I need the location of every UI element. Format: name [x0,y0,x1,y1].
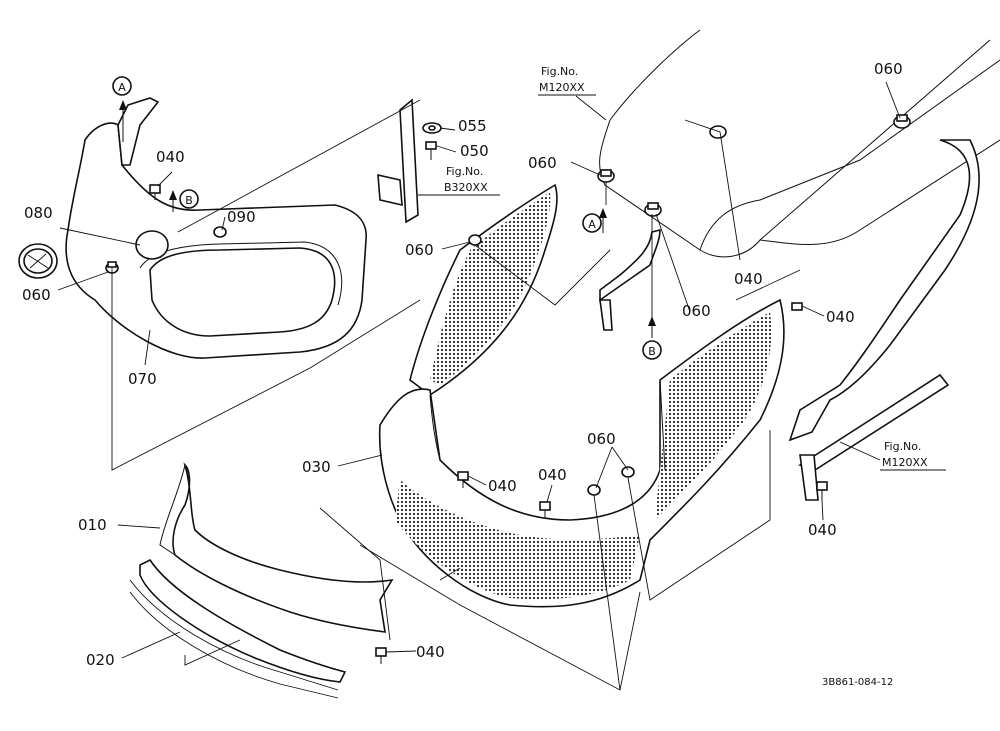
nut-060-upper-a [597,169,615,183]
callout-040-upper-right: 040 [734,270,763,288]
nut-060-center [468,234,482,246]
marker-a-left-text: A [118,81,126,94]
fig-ref-number-1: M120XX [539,81,585,94]
part-010-bumper [159,462,394,633]
fig-ref-label-3: Fig.No. [884,440,921,453]
bolt-040-center-b [539,501,551,518]
callout-055: 055 [458,117,487,135]
fig-ref-number-3: M120XX [882,456,928,469]
callout-040-center-b: 040 [538,466,567,484]
bolt-040-right-lower [816,481,828,500]
callout-060-top-right: 060 [874,60,903,78]
callout-060-mid: 060 [682,302,711,320]
bolt-050 [425,141,437,160]
part-080-lens [18,243,58,279]
nut-060-lower-b [621,466,635,478]
part-030-lower-cover [378,183,785,608]
side-frame-rail [788,139,980,501]
nut-090 [213,226,227,238]
callout-060-left: 060 [22,286,51,304]
callout-060-upper: 060 [528,154,557,172]
callout-leaders [57,81,901,659]
callout-060-lower: 060 [587,430,616,448]
nut-060-upper-b [644,202,662,217]
callout-040-bottom: 040 [416,643,445,661]
assembly-guide-lines [111,99,801,691]
fig-ref-label-1: Fig.No. [541,65,578,78]
fig-ref-m120-top: Fig.No. M120XX [538,65,596,96]
bolt-040-right-upper [791,302,803,311]
marker-arrows [119,100,656,338]
bolt-040-left [149,184,161,200]
nut-060-lower-a [587,484,601,496]
left-mount-bracket [599,228,661,331]
part-020-rubber-strip [129,558,347,699]
callout-040-right: 040 [826,308,855,326]
nut-060-mid [709,125,727,139]
callout-030: 030 [302,458,331,476]
callout-labels: 060 080 040 090 070 055 050 060 060 060 … [22,60,903,669]
part-070-headlight-panel [65,97,367,359]
upper-bracket-b320 [377,98,419,224]
fig-ref-m120-right: Fig.No. M120XX [880,440,946,471]
fig-ref-b320: Fig.No. B320XX [418,165,500,196]
marker-b-left-text: B [185,194,193,207]
marker-a-left: A [112,76,132,96]
callout-020: 020 [86,651,115,669]
nut-060-top-right [893,114,911,129]
marker-b-right: B [642,340,662,360]
callout-010: 010 [78,516,107,534]
callout-040-center-a: 040 [488,477,517,495]
marker-a-right: A [582,213,602,233]
marker-b-right-text: B [648,345,656,358]
callout-050: 050 [460,142,489,160]
washer-055 [422,122,442,134]
fig-ref-number-2: B320XX [444,181,488,194]
callout-060-center: 060 [405,241,434,259]
callout-070: 070 [128,370,157,388]
fig-ref-label-2: Fig.No. [446,165,483,178]
callout-080: 080 [24,204,53,222]
figure-code: 3B861-084-12 [822,677,893,688]
upper-fender-outline [599,29,1000,258]
marker-b-left: B [179,189,199,209]
callout-040-upper-left: 040 [156,148,185,166]
bolt-040-bottom [375,647,387,664]
marker-a-right-text: A [588,218,596,231]
callout-090: 090 [227,208,256,226]
callout-040-right-lower: 040 [808,521,837,539]
